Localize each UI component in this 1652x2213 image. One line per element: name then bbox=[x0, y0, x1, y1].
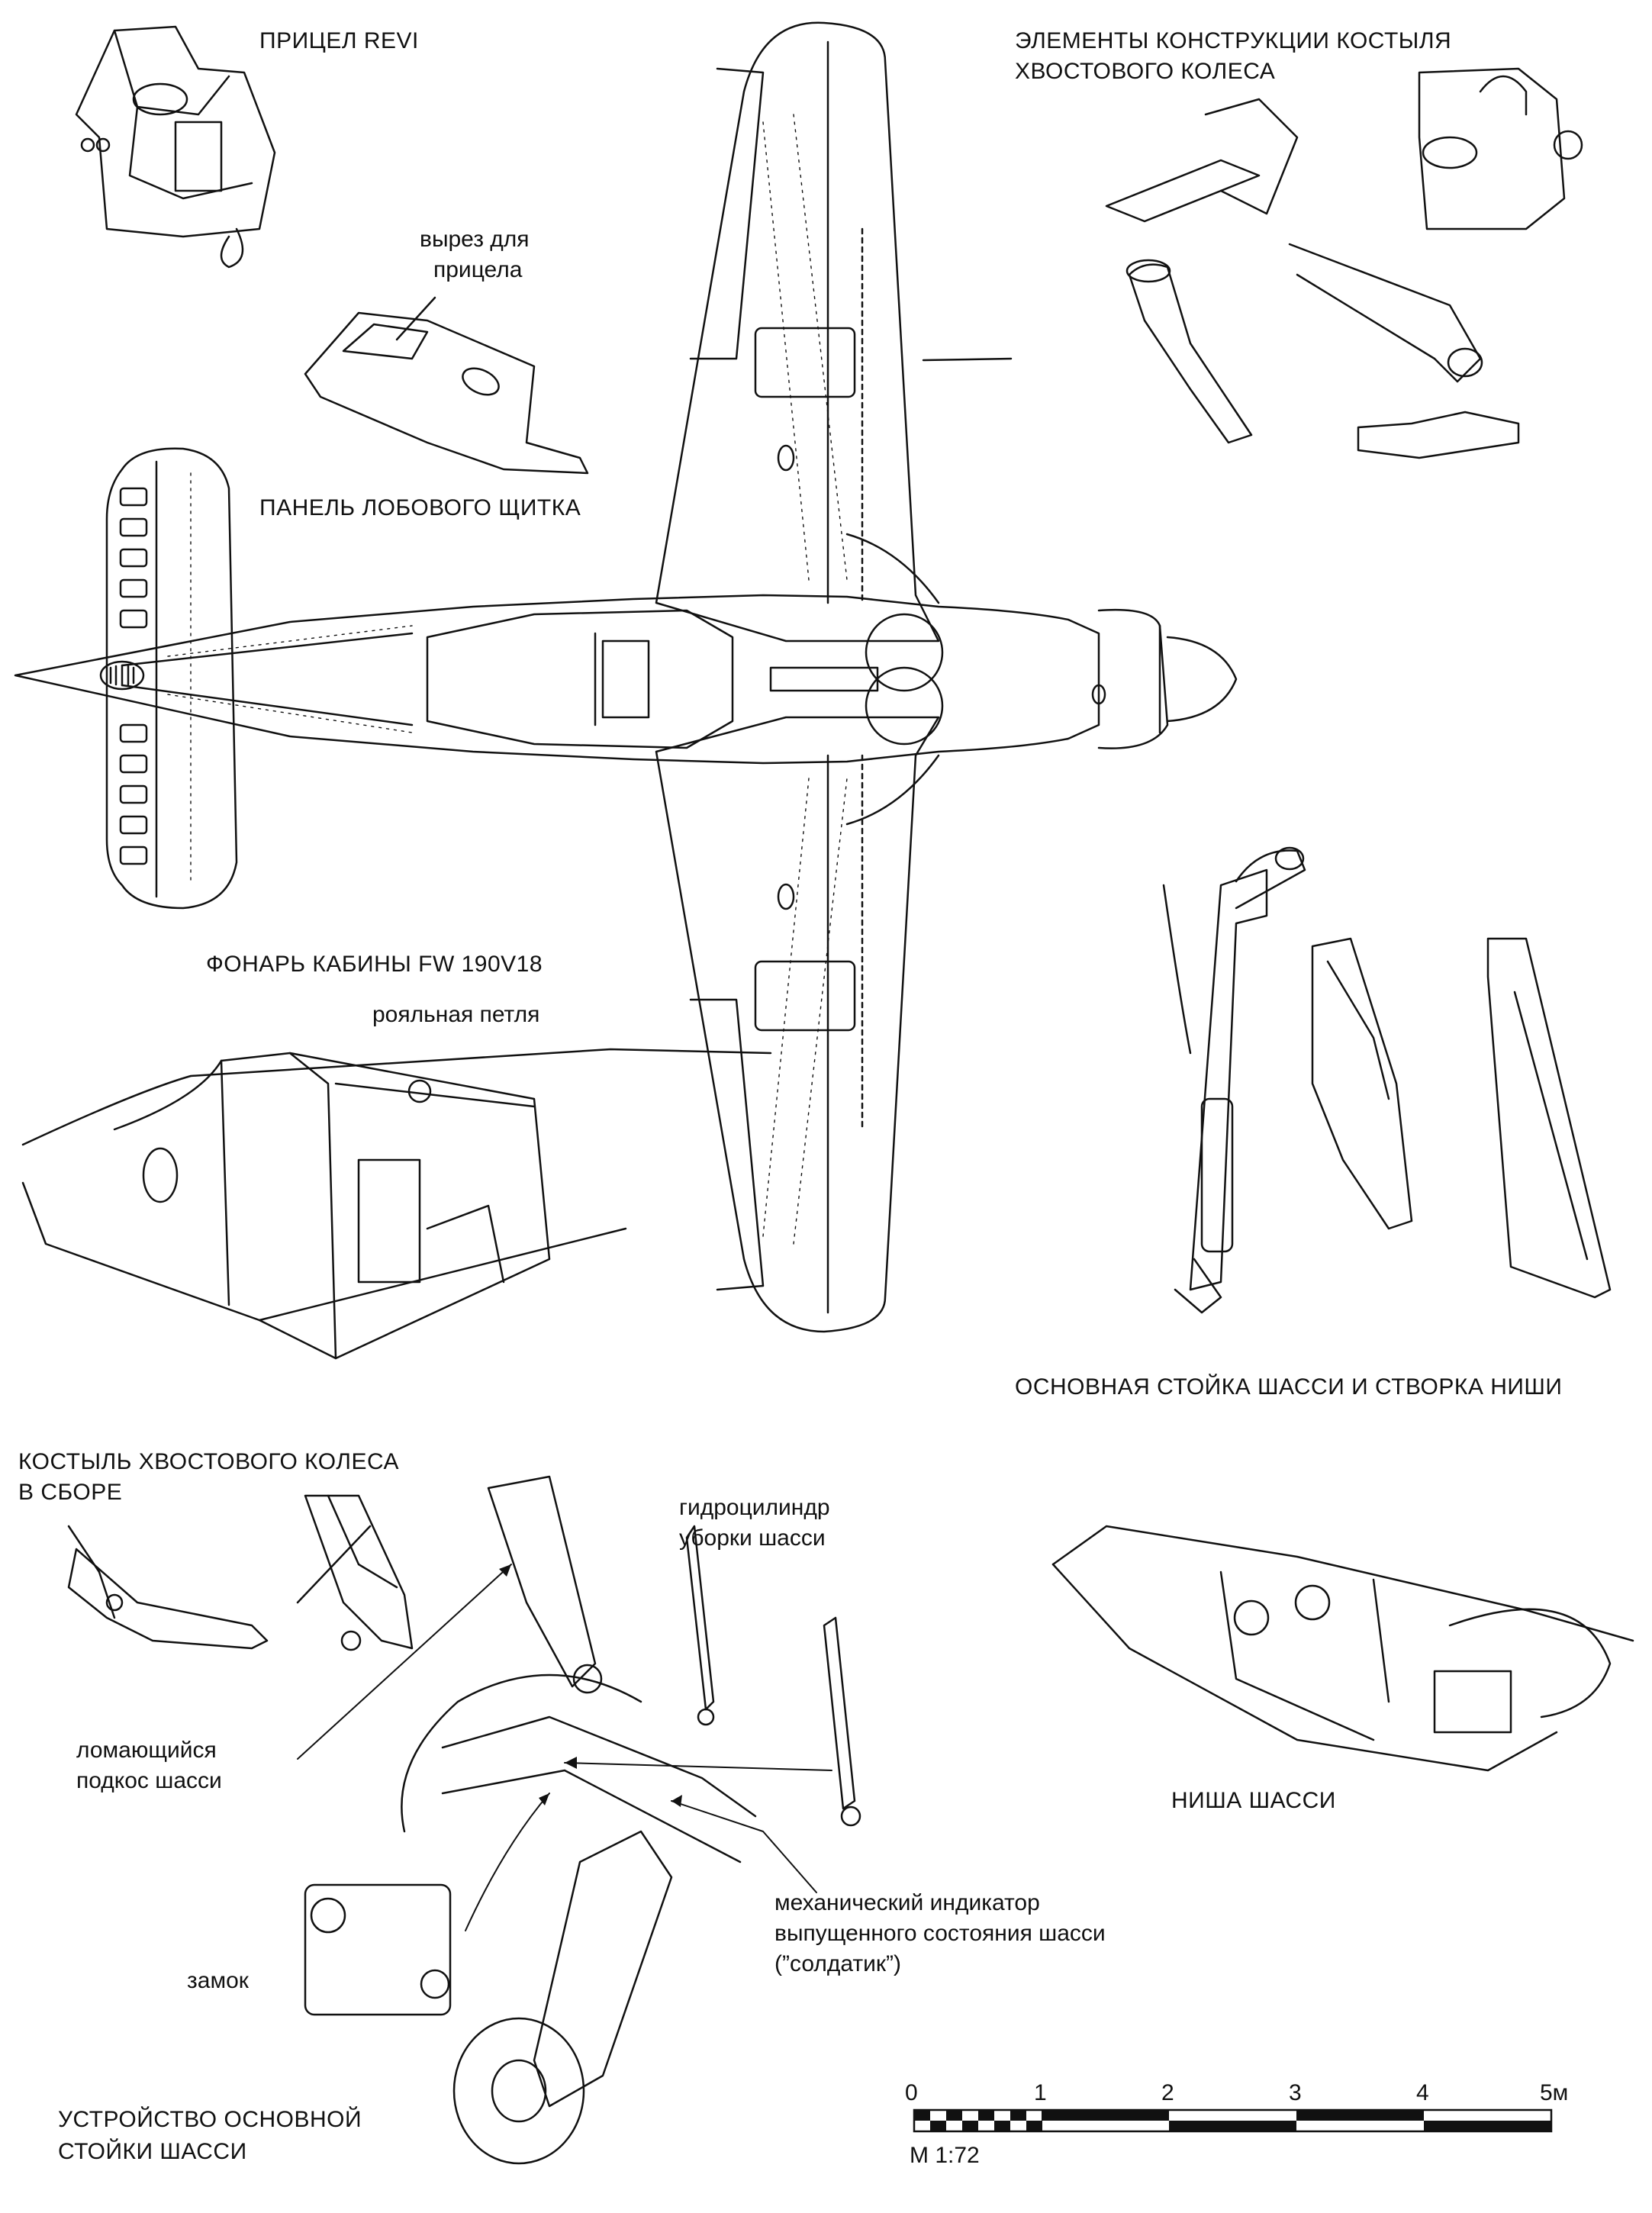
windscreen-panel-drawing bbox=[304, 296, 589, 475]
revi-sight-drawing bbox=[75, 25, 276, 269]
arrow-lock bbox=[539, 1793, 549, 1806]
scale-tick-5: 5м bbox=[1540, 2080, 1569, 2105]
scale-ratio: М 1:72 bbox=[910, 2143, 980, 2168]
gear-device-drawing bbox=[296, 1475, 861, 2165]
propeller-spinner bbox=[1166, 636, 1238, 723]
arrow-cylinder bbox=[565, 1757, 577, 1769]
label-lock: замок bbox=[187, 1968, 249, 1993]
label-retract-cylinder-1: гидроцилиндр bbox=[679, 1495, 830, 1520]
label-revi-title: ПРИЦЕЛ REVI bbox=[259, 28, 419, 53]
aircraft-planform-underside bbox=[14, 21, 1238, 1333]
cowl-ring bbox=[1097, 608, 1169, 749]
label-indicator-3: (”солдатик”) bbox=[774, 1951, 901, 1976]
wheel-well-drawing bbox=[1051, 1525, 1634, 1772]
label-retract-cylinder-2: уборки шасси bbox=[679, 1525, 826, 1551]
arrow-strut bbox=[499, 1564, 511, 1577]
scale-tick-1: 1 bbox=[1034, 2080, 1047, 2105]
antenna-mast bbox=[922, 357, 1013, 362]
leader-cylinder bbox=[564, 1762, 832, 1771]
gear-door-upper bbox=[754, 327, 856, 398]
label-folding-strut-1: ломающийся bbox=[76, 1738, 217, 1763]
label-windscreen-panel: ПАНЕЛЬ ЛОБОВОГО ЩИТКА bbox=[259, 495, 581, 520]
label-tail-assembly-2: В СБОРЕ bbox=[18, 1480, 123, 1505]
leader-strut bbox=[297, 1564, 512, 1760]
label-indicator-1: механический индикатор bbox=[774, 1890, 1040, 1915]
label-indicator-2: выпущенного состояния шасси bbox=[774, 1921, 1106, 1946]
aileron-upper bbox=[689, 67, 765, 360]
canopy-drawing bbox=[21, 1048, 772, 1360]
scale-tick-0: 0 bbox=[905, 2080, 918, 2105]
label-tail-parts-1: ЭЛЕМЕНТЫ КОНСТРУКЦИИ КОСТЫЛЯ bbox=[1015, 28, 1452, 53]
cockpit-outline bbox=[426, 609, 734, 749]
label-piano-hinge: рояльная петля bbox=[372, 1002, 540, 1027]
wing-upper bbox=[655, 21, 940, 643]
arrow-indicator bbox=[671, 1795, 682, 1807]
tailwheel-parts-drawing bbox=[1105, 67, 1583, 459]
leader-indicator bbox=[671, 1800, 817, 1893]
label-sight-cutout-1: вырез для bbox=[420, 227, 530, 252]
fuselage bbox=[14, 594, 1100, 765]
tailwheel-fairing bbox=[99, 660, 145, 691]
label-main-gear-door: ОСНОВНАЯ СТОЙКА ШАССИ И СТВОРКА НИШИ bbox=[1015, 1374, 1563, 1400]
leader-lines bbox=[297, 1564, 832, 1931]
label-wheel-well: НИША ШАССИ bbox=[1171, 1788, 1336, 1813]
scale-bar bbox=[913, 2108, 1553, 2133]
label-tail-parts-2: ХВОСТОВОГО КОЛЕСА bbox=[1015, 59, 1276, 84]
wing-lower bbox=[655, 716, 940, 1333]
lock-mechanism bbox=[304, 1883, 452, 2016]
gear-door-lower bbox=[754, 960, 856, 1032]
leader-lock bbox=[465, 1793, 550, 1931]
scale-tick-4: 4 bbox=[1416, 2080, 1429, 2105]
horizontal-stabilizer bbox=[105, 447, 238, 910]
label-canopy-title: ФОНАРЬ КАБИНЫ FW 190V18 bbox=[206, 952, 543, 977]
label-tail-assembly-1: КОСТЫЛЬ ХВОСТОВОГО КОЛЕСА bbox=[18, 1449, 400, 1474]
aileron-lower bbox=[689, 998, 765, 1291]
main-wheel bbox=[452, 2017, 585, 2165]
label-gear-device-2: СТОЙКИ ШАССИ bbox=[58, 2139, 247, 2164]
label-sight-cutout-2: прицела bbox=[433, 257, 523, 282]
wheel-well-lower bbox=[865, 666, 944, 746]
scale-tick-3: 3 bbox=[1289, 2080, 1302, 2105]
elevator-cells bbox=[119, 487, 148, 865]
label-folding-strut-2: подкос шасси bbox=[76, 1768, 222, 1793]
main-gear-leg-drawing bbox=[1162, 846, 1612, 1314]
scale-tick-2: 2 bbox=[1161, 2080, 1174, 2105]
label-gear-device-1: УСТРОЙСТВО ОСНОВНОЙ bbox=[58, 2107, 362, 2132]
tailwheel-assembly-drawing bbox=[67, 1494, 414, 1651]
wheel-well-upper bbox=[865, 613, 944, 692]
